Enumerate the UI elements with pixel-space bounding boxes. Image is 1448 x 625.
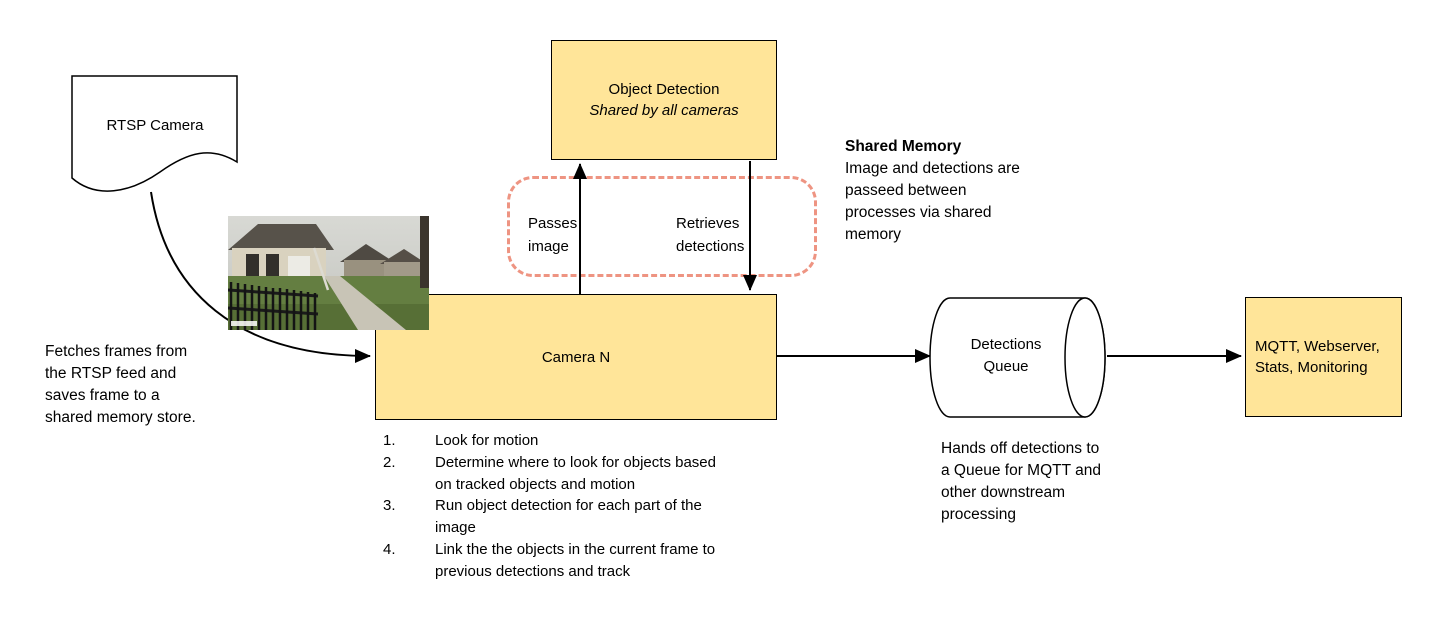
camera-step-3: Run object detection for each part of th…	[435, 497, 702, 536]
object-detection-subtitle: Shared by all cameras	[589, 102, 739, 119]
object-detection-title: Object Detection	[608, 81, 720, 98]
shared-memory-note-body: Image and detections are passeed between…	[845, 160, 1020, 243]
snapshot-far-roof	[340, 244, 394, 262]
rtsp-camera-node-label: RTSP Camera	[106, 117, 204, 134]
detections-queue-rim	[1064, 297, 1106, 418]
snapshot-timestamp-overlay	[231, 321, 257, 326]
outputs-node: MQTT, Webserver, Stats, Monitoring	[1245, 297, 1402, 417]
passes-image-label: Passes image	[528, 215, 578, 255]
object-detection-node: Object Detection Shared by all cameras	[551, 40, 777, 160]
outputs-label: MQTT, Webserver, Stats, Monitoring	[1255, 338, 1380, 376]
shared-memory-region	[507, 176, 817, 277]
detections-queue-label: Detections Queue	[970, 336, 1042, 375]
retrieves-detections-label: Retrieves detections	[676, 215, 745, 255]
queue-handoff-note: Hands off detections to a Queue for MQTT…	[941, 440, 1101, 523]
snapshot-sidewalk	[324, 276, 406, 330]
camera-step-1: Look for motion	[435, 432, 539, 449]
camera-snapshot-scene	[228, 216, 429, 330]
camera-n-node: Camera N	[375, 294, 777, 420]
shared-memory-note: Shared Memory Image and detections are p…	[845, 136, 1030, 246]
camera-steps-list: Look for motion Determine where to look …	[383, 430, 735, 582]
camera-snapshot-image	[228, 216, 429, 330]
camera-n-label: Camera N	[541, 348, 611, 366]
fetch-frames-note: Fetches frames from the RTSP feed and sa…	[45, 343, 196, 426]
snapshot-pole	[312, 247, 330, 291]
camera-step-4: Link the the objects in the current fram…	[435, 540, 716, 580]
shared-memory-note-title: Shared Memory	[845, 138, 962, 155]
rtsp-camera-shape	[71, 75, 238, 192]
edge-rtsp-to-camera	[150, 191, 371, 363]
snapshot-house-roof	[228, 224, 334, 250]
camera-step-2: Determine where to look for objects base…	[435, 453, 716, 493]
